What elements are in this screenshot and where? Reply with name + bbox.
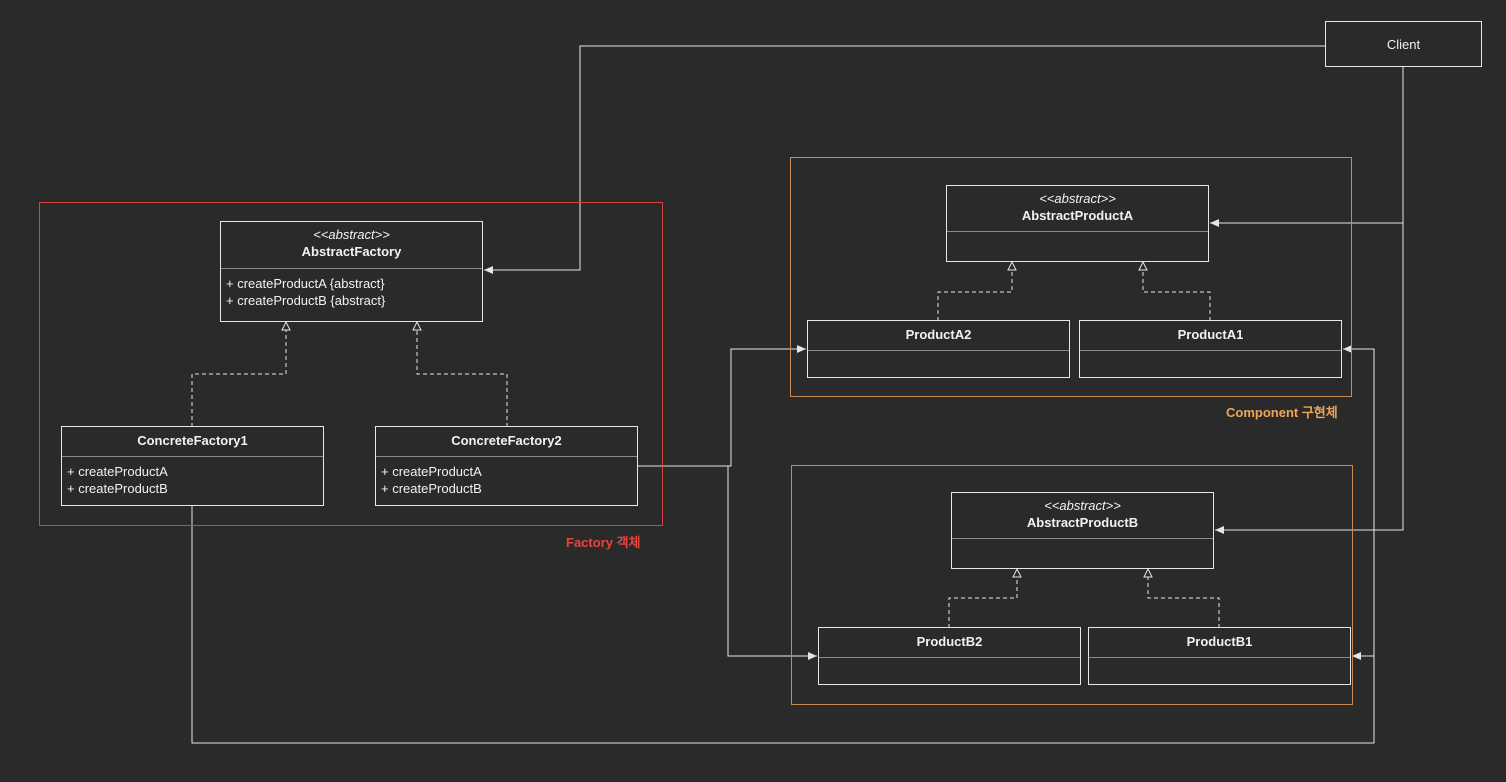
client-box[interactable]: Client <box>1325 21 1482 67</box>
abstract-product-b-name: AbstractProductB <box>1026 515 1139 530</box>
abstract-factory-class[interactable]: <<abstract>> AbstractFactory + createPro… <box>220 221 483 322</box>
product-a2-name: ProductA2 <box>905 327 972 342</box>
abstract-factory-op-b: + createProductB {abstract} <box>226 293 386 308</box>
association-factory2-productb2[interactable] <box>638 465 817 660</box>
factory-group-frame <box>39 202 663 526</box>
realization-producta1[interactable] <box>1138 260 1211 321</box>
association-factory2-producta2[interactable] <box>638 345 806 467</box>
abstract-product-b-class[interactable]: <<abstract>> AbstractProductB <box>951 492 1214 569</box>
concrete-factory1-op-a: + createProductA <box>67 464 168 479</box>
abstract-product-a-name: AbstractProductA <box>1021 208 1134 223</box>
product-b2-name: ProductB2 <box>916 634 983 649</box>
realization-productb2[interactable] <box>948 567 1022 628</box>
concrete-factory1-name: ConcreteFactory1 <box>137 433 248 448</box>
concrete-factory2-class[interactable]: ConcreteFactory2 + createProductA + crea… <box>375 426 638 506</box>
concrete-factory2-name: ConcreteFactory2 <box>451 433 562 448</box>
concrete-factory1-class[interactable]: ConcreteFactory1 + createProductA + crea… <box>61 426 324 506</box>
realization-productb1[interactable] <box>1143 567 1220 628</box>
component-a-group-frame <box>790 157 1352 397</box>
product-a1-name: ProductA1 <box>1177 327 1244 342</box>
client-label: Client <box>1386 36 1421 52</box>
abstract-product-b-stereotype: <<abstract>> <box>1044 498 1121 513</box>
realization-factory1[interactable] <box>191 320 291 427</box>
abstract-factory-name: AbstractFactory <box>301 244 402 259</box>
concrete-factory2-op-b: + createProductB <box>381 481 482 496</box>
realization-factory2[interactable] <box>412 320 508 427</box>
abstract-factory-stereotype: <<abstract>> <box>313 227 390 242</box>
abstract-factory-op-a: + createProductA {abstract} <box>226 276 385 291</box>
realization-producta2[interactable] <box>937 260 1017 321</box>
abstract-product-a-class[interactable]: <<abstract>> AbstractProductA <box>946 185 1209 262</box>
product-a2-class[interactable]: ProductA2 <box>807 320 1070 378</box>
association-client-abstractfactory[interactable] <box>484 45 1325 274</box>
association-factory1-products[interactable] <box>191 345 1375 744</box>
product-a1-class[interactable]: ProductA1 <box>1079 320 1342 378</box>
association-client-abstractproductb[interactable] <box>1215 223 1404 534</box>
product-b1-name: ProductB1 <box>1186 634 1253 649</box>
product-b1-class[interactable]: ProductB1 <box>1088 627 1351 685</box>
component-b-group-frame <box>791 465 1353 705</box>
product-b2-class[interactable]: ProductB2 <box>818 627 1081 685</box>
concrete-factory1-op-b: + createProductB <box>67 481 168 496</box>
concrete-factory2-op-a: + createProductA <box>381 464 482 479</box>
factory-group-label: Factory 객체 <box>566 535 641 550</box>
abstract-product-a-stereotype: <<abstract>> <box>1039 191 1116 206</box>
component-group-label: Component 구현체 <box>1226 405 1338 420</box>
